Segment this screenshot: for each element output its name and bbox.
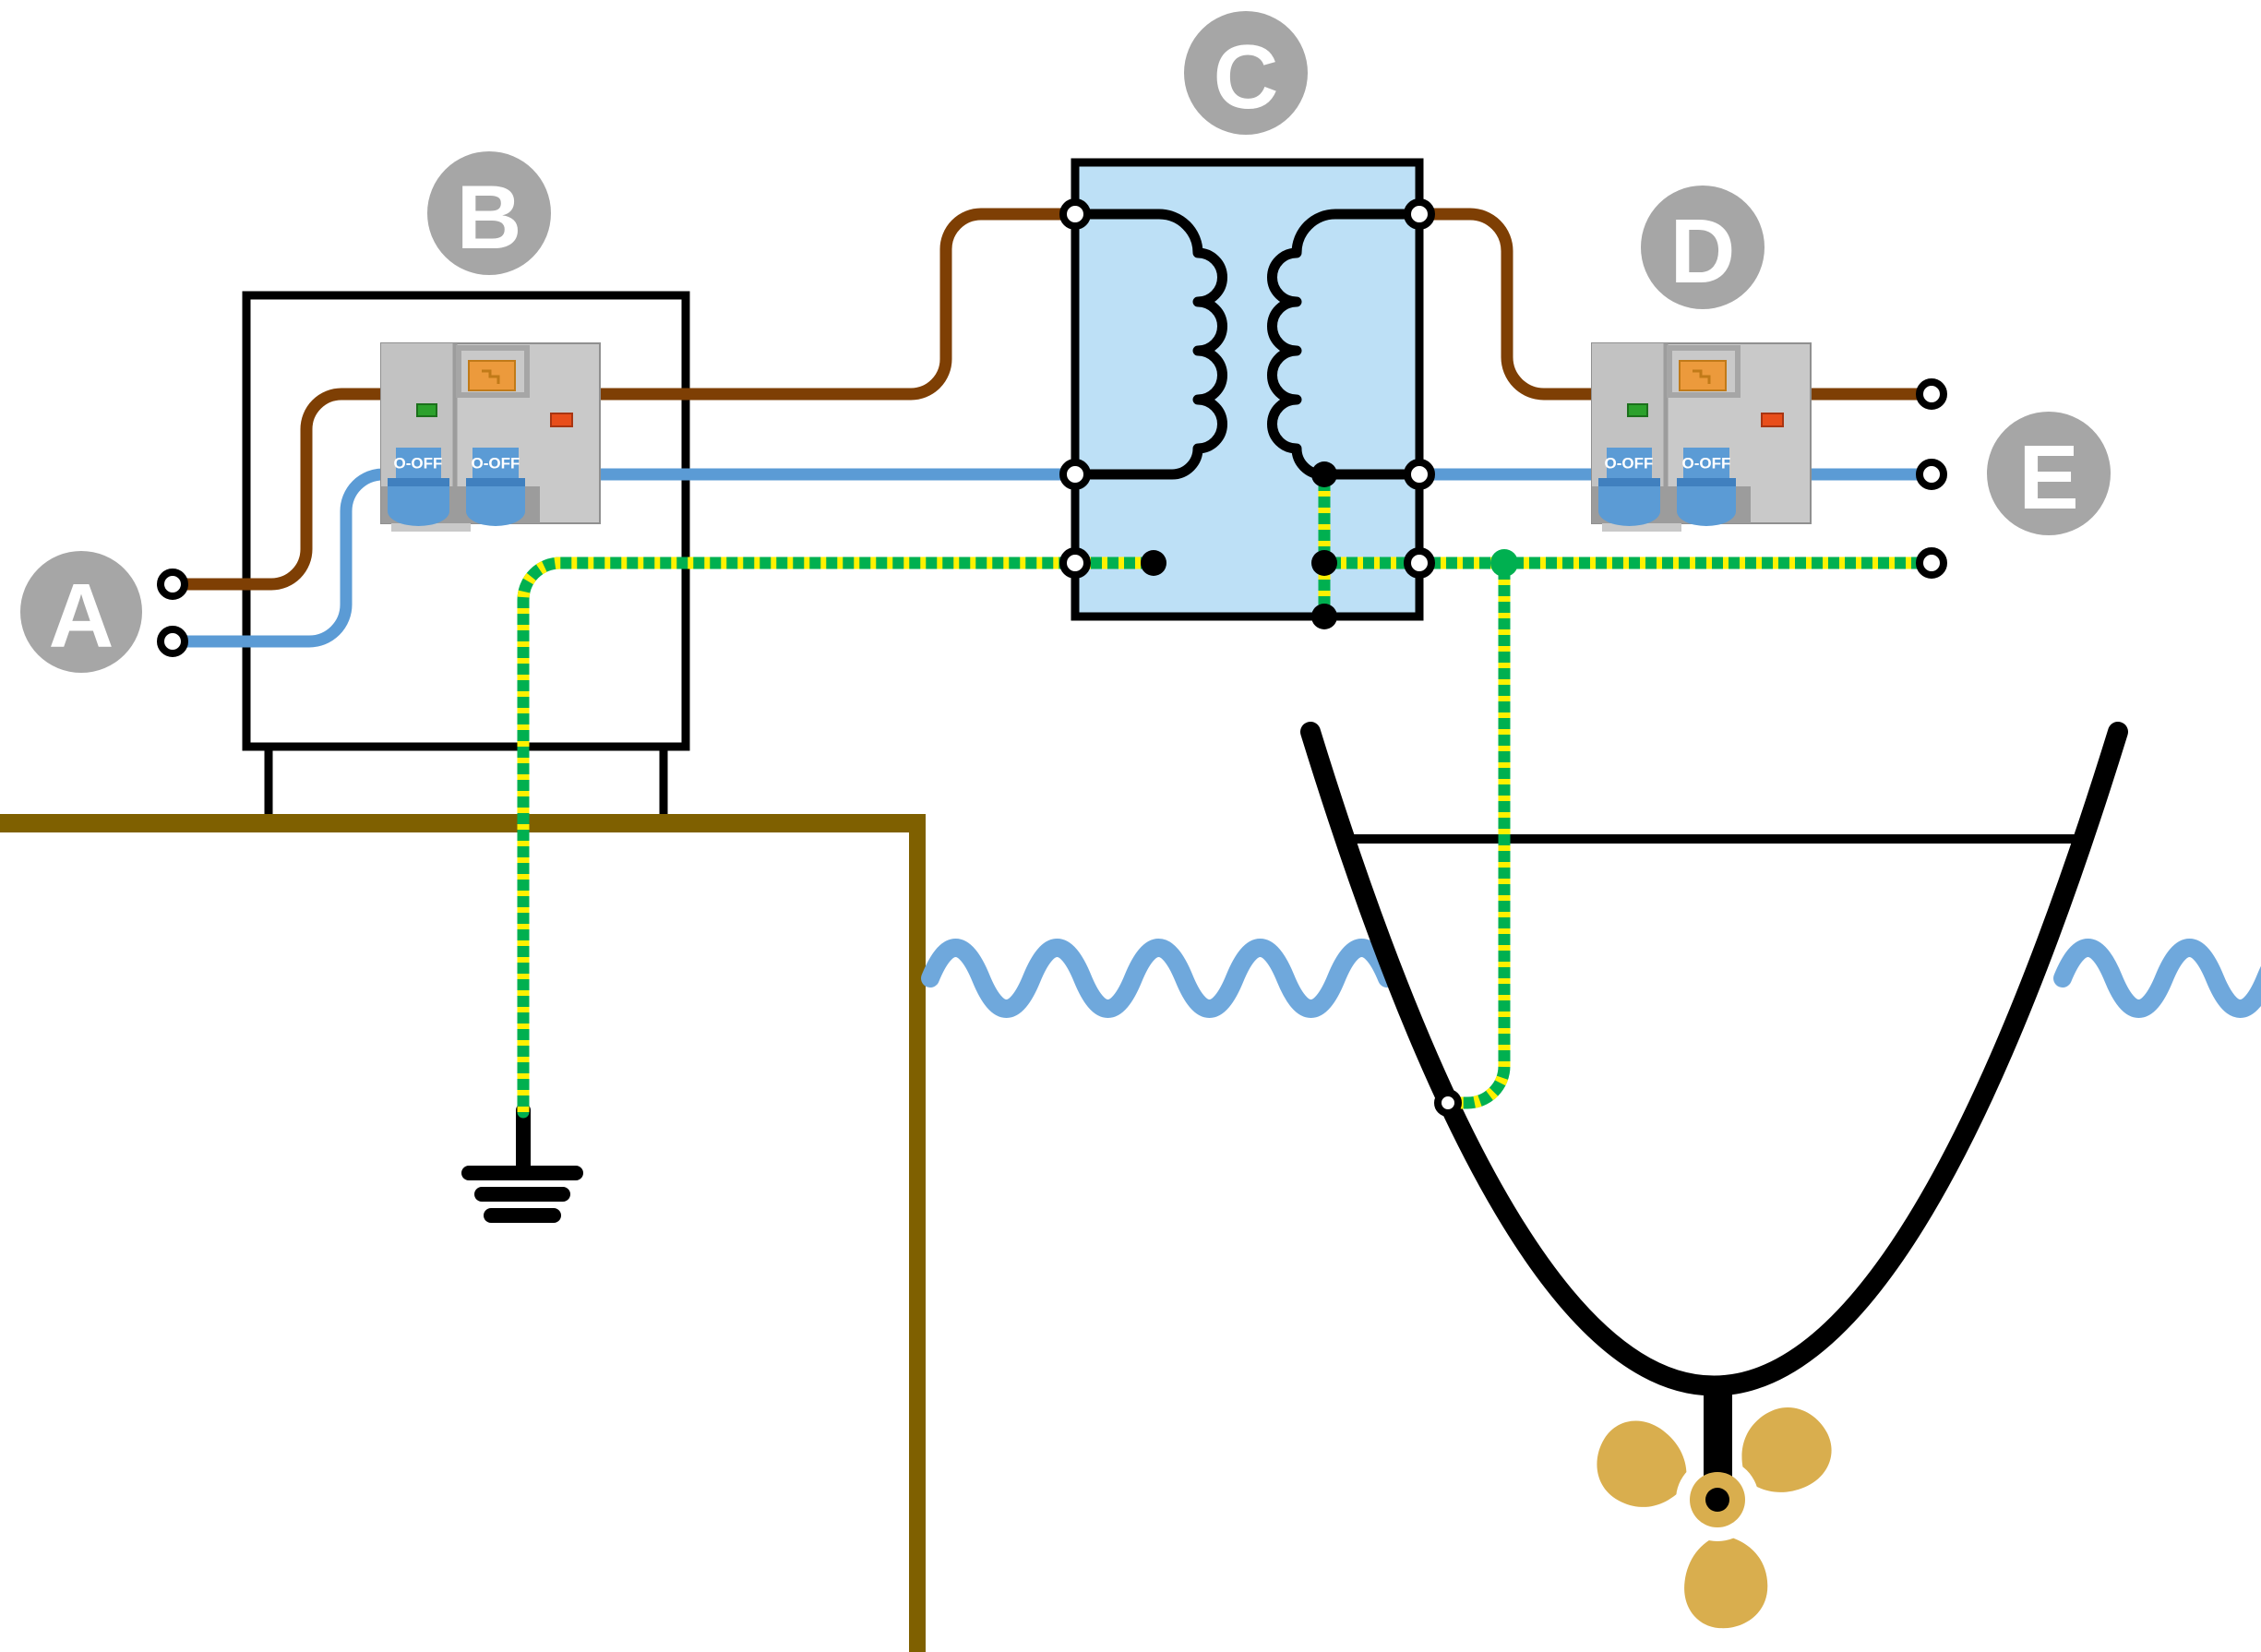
switch-band [1607, 448, 1652, 478]
breaker-switch: O-OFF [1598, 448, 1660, 526]
trip-led [1761, 413, 1784, 427]
label-letter: C [1214, 26, 1279, 127]
shield-stub-dot [1141, 550, 1166, 576]
earth-wire-shore-dashes [517, 557, 1065, 1112]
label-letter: A [49, 565, 114, 666]
earth-wires [517, 468, 1924, 1119]
terminal-neutral-shore [157, 626, 188, 657]
label-c: C [1184, 11, 1308, 135]
label-circle [20, 551, 142, 673]
propeller-blade [1597, 1420, 1687, 1507]
terminal-neutral-boat [1916, 459, 1947, 490]
transformer-terminal-secondary-neutral [1404, 459, 1435, 490]
earth-ground-symbol [461, 1103, 583, 1223]
transformer-terminal-earth-out [1404, 547, 1435, 579]
boat-breaker-panel: O-OFF O-OFF [1591, 342, 1812, 532]
switch-label: O-OFF [472, 455, 520, 473]
switch-label: O-OFF [1682, 455, 1731, 473]
switch-handle [388, 478, 449, 526]
propeller-blade [1741, 1407, 1832, 1492]
label-a: A [20, 551, 142, 673]
switch-handle [466, 478, 525, 526]
power-led [416, 403, 437, 417]
label-d: D [1641, 186, 1765, 309]
panel-tab [391, 523, 471, 532]
water-wave-right [2053, 939, 2261, 1018]
switch-band [1683, 448, 1729, 478]
label-letter: E [2018, 426, 2078, 528]
earth-wire-hull-drop [1454, 557, 1511, 1109]
shore-breaker-panel: O-OFF O-OFF [380, 342, 601, 532]
propeller-blade [1684, 1534, 1768, 1629]
label-e: E [1987, 412, 2111, 535]
label-letter: D [1670, 200, 1736, 302]
transformer-terminal-primary-neutral [1059, 459, 1091, 490]
boat-hull [1300, 722, 2128, 1396]
dock-wall [909, 814, 926, 1652]
live-wire-boat [1424, 208, 1924, 401]
boat [1300, 722, 2128, 1396]
breaker-switch: O-OFF [466, 448, 525, 526]
switch-band [396, 448, 441, 478]
transformer-case [1071, 158, 1424, 621]
earth-wire-hull-drop-dashes [1460, 563, 1511, 1109]
propeller-blades [1597, 1407, 1832, 1629]
switch-handle [1677, 478, 1736, 526]
earth-cross-dot [1311, 550, 1337, 576]
test-button [1679, 360, 1727, 391]
earth-junction-dot [1490, 549, 1518, 577]
switch-handle [1598, 478, 1660, 526]
transformer-terminal-earth-in [1059, 547, 1091, 579]
water-wave-left [921, 939, 1396, 1018]
breaker-switch: O-OFF [1677, 448, 1736, 526]
switch-label: O-OFF [1605, 455, 1654, 473]
propeller [1597, 1379, 1832, 1629]
label-circle [1184, 11, 1308, 135]
switch-handle-stripe [388, 478, 449, 486]
live-wire-shore [178, 208, 1071, 591]
switch-handle-stripe [1598, 478, 1660, 486]
switch-band [473, 448, 519, 478]
label-circle [1987, 412, 2111, 535]
switch-handle-stripe [466, 478, 525, 486]
label-circle [427, 151, 551, 275]
label-circle [1641, 186, 1765, 309]
panel-tab [1602, 523, 1681, 532]
secondary-winding [1267, 209, 1425, 480]
terminal-live-shore [157, 569, 188, 600]
power-led [1627, 403, 1648, 417]
hull-bond-terminal [1434, 1089, 1462, 1117]
case-bond-dot [1311, 604, 1337, 629]
secondary-neutral-dot [1311, 461, 1337, 487]
label-b: B [427, 151, 551, 275]
dock-shore [0, 814, 926, 1652]
switch-handle-stripe [1677, 478, 1736, 486]
label-letter: B [457, 166, 522, 268]
test-button-glyph [482, 369, 500, 384]
transformer-terminal-secondary-live [1404, 198, 1435, 230]
propeller-hub-nut [1705, 1488, 1729, 1512]
terminal-live-boat [1916, 378, 1947, 410]
primary-winding [1070, 209, 1227, 480]
terminal-earth-boat [1916, 547, 1947, 579]
dock-surface [0, 814, 926, 832]
trip-led [550, 413, 573, 427]
test-button-glyph [1693, 369, 1711, 384]
neutral-wire-shore [178, 468, 1071, 648]
transformer-terminal-primary-live [1059, 198, 1091, 230]
switch-label: O-OFF [394, 455, 443, 473]
breaker-switch: O-OFF [388, 448, 449, 526]
